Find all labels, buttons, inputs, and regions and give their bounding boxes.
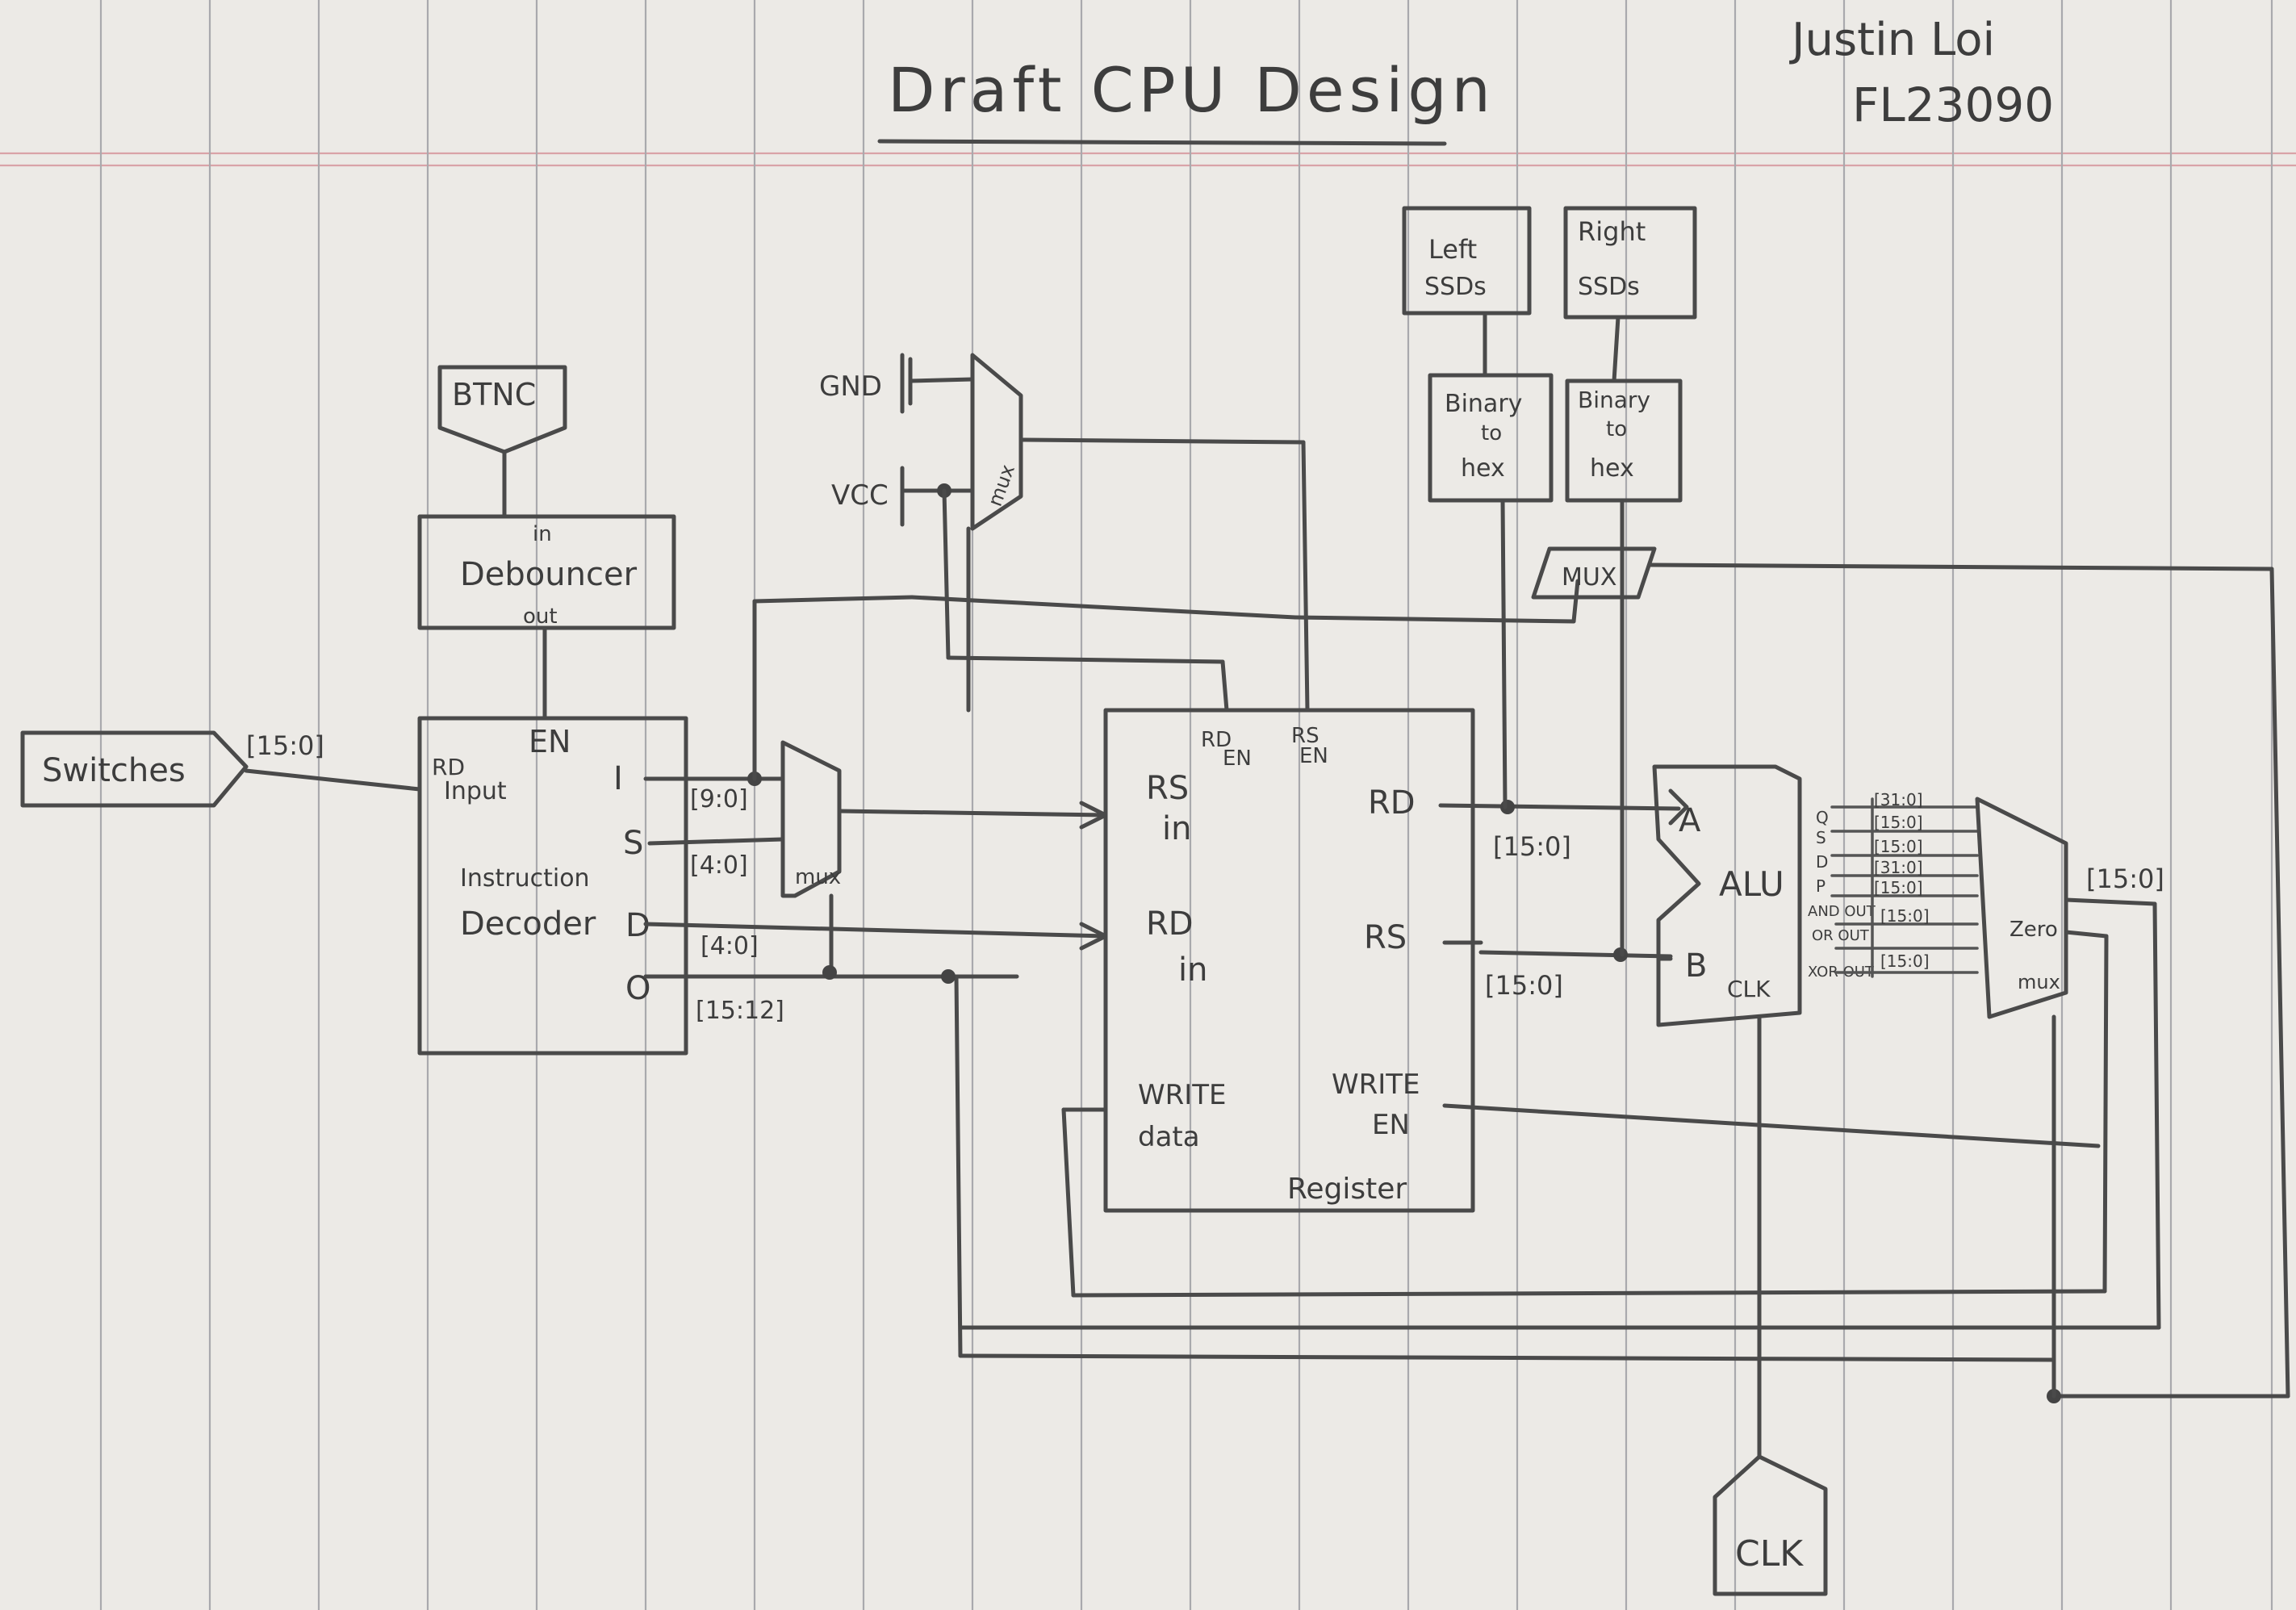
register-block: RD EN RS EN RS in RD in RD RS WRITE data… [1103,708,1475,1213]
bus-s-label: [4:0] [690,851,748,880]
alu-out-and: AND OUT [1808,903,1876,920]
decoder-rd-label: RD [432,754,465,780]
decoder-input-label: Input [444,777,507,805]
switches-input: Switches [20,730,249,808]
switches-bus-label: [15:0] [246,730,324,761]
right-binary-to-hex-block: Binary to hex [1565,378,1683,503]
alu-b-label: B [1685,947,1707,985]
alu-clk-label: CLK [1727,976,1771,1002]
decoder-port-s: S [623,825,643,862]
alu-bus-5: [15:0] [1874,878,1923,897]
alu-bus-6: [15:0] [1880,906,1930,926]
left-b2h-label-3: hex [1461,454,1505,483]
rd-en-label-2: EN [1223,746,1252,771]
switches-label: Switches [42,752,186,789]
debouncer-label: Debouncer [460,556,638,593]
rs-in-label-1: RS [1146,770,1189,807]
decoder-name-2: Decoder [460,905,596,943]
rd-out-label: RD [1368,784,1416,822]
rs-out-label: RS [1364,919,1407,956]
alu-bus-2: [15:0] [1874,813,1923,832]
btnc-label: BTNC [452,377,536,412]
author-name: Justin Loi [1789,14,1995,66]
write-data-label-1: WRITE [1138,1079,1227,1111]
btnc-input: BTNC [437,365,567,454]
alu-out-d: D [1816,852,1828,872]
right-b2h-label-3: hex [1590,454,1634,483]
alu-out-or: OR OUT [1812,927,1870,944]
alu-out-p: P [1816,876,1826,896]
right-ssd-block: Right SSDs [1563,206,1697,320]
rd-in-label-2: in [1178,951,1207,989]
output-bus-label: [15:0] [2086,864,2164,894]
reg-select-mux: mux [970,353,1023,531]
vcc-label: VCC [831,479,889,512]
left-ssd-label-1: Left [1428,234,1477,265]
alu-output-buses: [31:0] [15:0] [15:0] [31:0] [15:0] [15:0… [1830,790,1979,978]
alu-bus-4: [31:0] [1874,858,1923,877]
right-b2h-label-1: Binary [1578,387,1650,413]
instruction-decoder-block: EN RD Input Instruction Decoder I S D O [417,716,688,1056]
input-mux: mux [780,740,842,898]
alu-bus-3: [15:0] [1874,837,1923,856]
student-id: FL23090 [1852,77,2054,132]
clk-input: CLK [1713,1454,1828,1596]
alu-bus-1: [31:0] [1874,790,1923,809]
write-en-label-2: EN [1372,1109,1410,1141]
display-mux-label: MUX [1562,563,1616,592]
left-b2h-label-2: to [1481,421,1502,445]
bus-o-label: [15:12] [696,997,784,1025]
left-b2h-label-1: Binary [1445,390,1522,418]
alu-label: ALU [1719,864,1784,904]
right-ssd-label-2: SSDs [1578,273,1640,301]
left-ssd-label-2: SSDs [1424,273,1487,301]
bus-i-label: [9:0] [690,785,748,813]
output-mux-label: mux [2018,971,2060,993]
left-binary-to-hex-block: Binary to hex [1428,373,1554,503]
title-underline [877,139,1447,146]
register-label: Register [1287,1173,1407,1206]
rs-bus-label: [15:0] [1485,970,1563,1001]
gnd-label: GND [819,370,882,403]
bus-d-label: [4:0] [701,932,759,960]
debouncer-out-label: out [523,604,558,629]
rd-in-label-1: RD [1146,905,1194,943]
alu-out-q: Q [1816,808,1829,827]
rd-bus-label: [15:0] [1493,831,1571,862]
right-ssd-label-1: Right [1578,216,1646,247]
alu-block: ALU A B CLK Q S D P AND OUT OR OUT XOR O… [1652,764,1876,1027]
input-mux-label: mux [795,865,841,889]
rs-en-label-1: RS [1291,724,1319,748]
alu-bus-7: [15:0] [1880,951,1930,971]
rs-en-label-2: EN [1299,744,1328,768]
display-mux: MUX [1531,546,1657,600]
debouncer-block: in Debouncer out [417,514,676,630]
clk-label: CLK [1735,1533,1804,1574]
right-b2h-label-2: to [1606,417,1627,441]
debouncer-in-label: in [533,522,552,546]
alu-out-s: S [1816,828,1826,847]
alu-a-label: A [1679,802,1701,839]
write-data-label-2: data [1138,1121,1200,1153]
decoder-en-label: EN [529,724,571,759]
left-ssd-block: Left SSDs [1402,206,1532,316]
rs-in-label-2: in [1162,810,1191,847]
decoder-name-1: Instruction [460,864,590,893]
rd-en-label-1: RD [1201,728,1232,752]
output-mux: Zero mux [1975,797,2068,1019]
decoder-port-i: I [613,760,623,797]
page-title: Draft CPU Design [888,54,1495,126]
write-en-label-1: WRITE [1332,1068,1420,1101]
zero-label: Zero [2010,918,2058,942]
